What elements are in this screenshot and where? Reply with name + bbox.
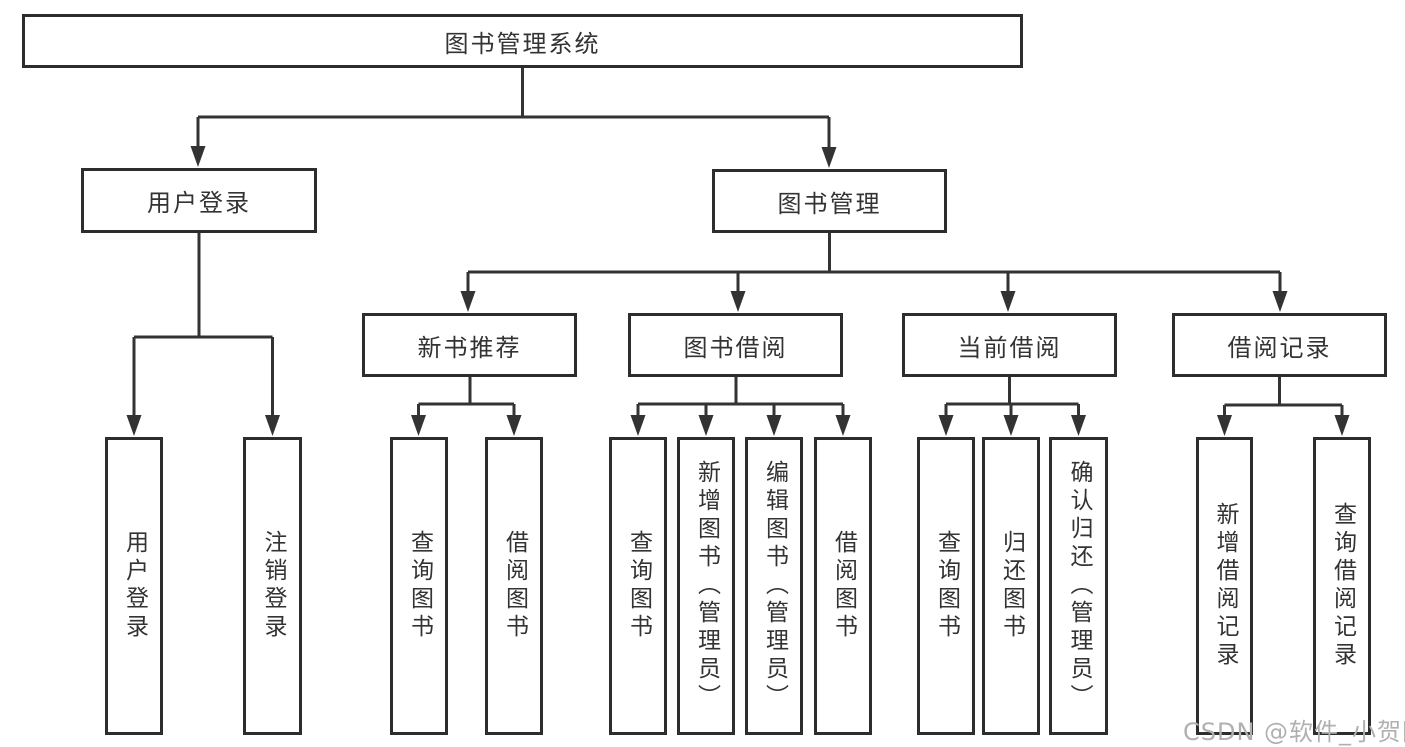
csdn-watermark: CSDN @软件_小贺同学: [1183, 718, 1405, 746]
leaf-logout-label: 注销登录: [260, 530, 286, 642]
leaf-edit-books-admin-label: 编辑图书（管理员）: [761, 460, 788, 712]
node-borrow-records-label: 借阅记录: [1227, 333, 1332, 362]
node-book-borrowing: 图书借阅: [628, 313, 843, 377]
node-new-book-recommend: 新书推荐: [362, 313, 577, 377]
node-book-management: 图书管理: [712, 169, 947, 233]
leaf-borrow-books-recommend-label: 借阅图书: [501, 530, 528, 642]
leaf-query-books-borrowing: 查询图书: [609, 437, 667, 735]
node-current-borrowing-label: 当前借阅: [957, 333, 1062, 362]
leaf-borrow-books-borrowing: 借阅图书: [814, 437, 872, 735]
leaf-confirm-return-admin-label: 确认归还（管理员）: [1066, 460, 1092, 712]
leaf-borrow-books-recommend: 借阅图书: [485, 437, 543, 735]
leaf-confirm-return-admin: 确认归还（管理员）: [1049, 437, 1108, 735]
leaf-return-books: 归还图书: [982, 437, 1040, 735]
leaf-logout: 注销登录: [243, 437, 302, 735]
node-book-borrowing-label: 图书借阅: [683, 333, 788, 362]
leaf-return-books-label: 归还图书: [998, 530, 1025, 642]
connector-borrow-records: [1217, 377, 1350, 436]
leaf-edit-books-admin: 编辑图书（管理员）: [745, 437, 803, 735]
leaf-borrow-books-borrowing-label: 借阅图书: [830, 530, 857, 642]
leaf-user-login-label: 用户登录: [121, 530, 148, 642]
leaf-query-books-borrowing-label: 查询图书: [625, 530, 652, 642]
connector-book-management: [460, 233, 1288, 312]
leaf-query-books-current-label: 查询图书: [933, 530, 960, 642]
node-borrow-records: 借阅记录: [1172, 313, 1387, 377]
connector-current-borrowing: [938, 377, 1086, 436]
node-book-management-label: 图书管理: [777, 189, 882, 218]
leaf-query-books-recommend: 查询图书: [390, 437, 448, 735]
connector-book-borrowing: [630, 377, 851, 436]
node-new-book-recommend-label: 新书推荐: [417, 333, 522, 362]
node-user-login-branch-label: 用户登录: [147, 189, 251, 217]
node-user-login-branch: 用户登录: [81, 168, 317, 233]
node-current-borrowing: 当前借阅: [902, 313, 1117, 377]
leaf-query-borrow-record-label: 查询借阅记录: [1329, 502, 1356, 670]
leaf-add-borrow-record: 新增借阅记录: [1196, 437, 1253, 735]
leaf-user-login: 用户登录: [105, 437, 163, 735]
connector-user-login: [126, 233, 280, 436]
leaf-query-books-recommend-label: 查询图书: [406, 530, 433, 642]
leaf-add-books-admin-label: 新增图书（管理员）: [693, 460, 720, 712]
leaf-add-borrow-record-label: 新增借阅记录: [1212, 502, 1238, 670]
node-root: 图书管理系统: [22, 14, 1023, 68]
connector-root: [190, 68, 837, 168]
leaf-query-books-current: 查询图书: [917, 437, 975, 735]
node-root-label: 图书管理系统: [444, 29, 601, 58]
connector-new-book-recommend: [411, 377, 522, 436]
leaf-query-borrow-record: 查询借阅记录: [1313, 437, 1371, 735]
leaf-add-books-admin: 新增图书（管理员）: [677, 437, 735, 735]
